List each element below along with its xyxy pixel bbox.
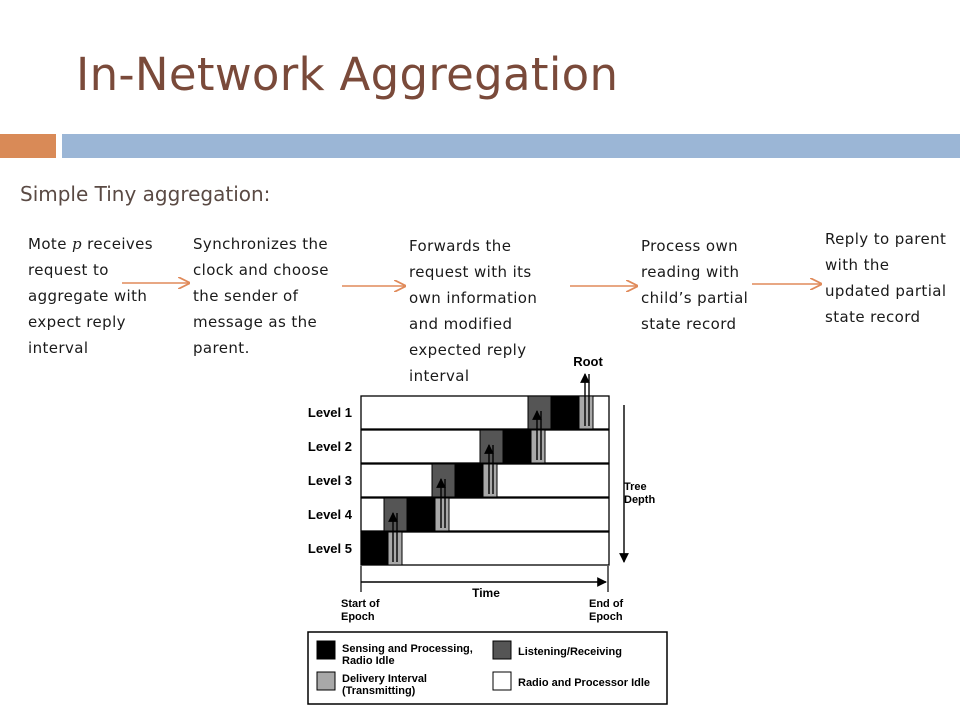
up-arrows	[388, 373, 590, 562]
level-4-listening-block	[383, 497, 408, 532]
level-1-delivery-block	[578, 395, 594, 430]
level-3-row	[360, 463, 610, 498]
step-2-text: Synchronizes the clock and choose the se…	[193, 235, 329, 357]
legend-swatch-delivery	[316, 671, 336, 691]
end-of-epoch-label: End of Epoch	[589, 598, 626, 623]
time-label: Time	[472, 586, 500, 600]
level-1-label: Level 1	[308, 405, 352, 420]
accent-bar-orange	[0, 134, 56, 158]
tree-depth-label: Tree Depth	[624, 481, 655, 506]
step-3-text: Forwards the request with its own inform…	[409, 237, 538, 385]
legend-label-sensing: Sensing and Processing, Radio Idle	[342, 643, 476, 667]
level-4-sensing-block	[407, 498, 435, 531]
legend-swatch-idle	[492, 671, 512, 691]
accent-bar-blue	[62, 134, 960, 158]
level-5-delivery-block	[387, 531, 403, 566]
step-4-text: Process own reading with child’s partial…	[641, 237, 749, 333]
level-5-sensing-block	[361, 532, 388, 565]
legend-label-idle: Radio and Processor Idle	[518, 677, 650, 689]
level-2-sensing-block	[503, 430, 531, 463]
slide-title: In-Network Aggregation	[76, 48, 619, 101]
slide-subtitle: Simple Tiny aggregation:	[20, 182, 271, 206]
start-of-epoch-label: Start of Epoch	[341, 598, 383, 623]
step-1-text: Mote p receives request to aggregate wit…	[28, 235, 154, 357]
level-5-label: Level 5	[308, 541, 352, 556]
root-label: Root	[573, 354, 603, 369]
level-3-sensing-block	[455, 464, 483, 497]
level-1-listening-block	[527, 395, 552, 430]
level-3-label: Level 3	[308, 473, 352, 488]
legend-label-listening: Listening/Receiving	[518, 646, 622, 658]
level-1-row	[360, 395, 610, 430]
level-2-label: Level 2	[308, 439, 352, 454]
step-5-text: Reply to parent with the updated partial…	[825, 230, 947, 326]
legend-label-delivery: Delivery Interval (Transmitting)	[342, 673, 430, 697]
level-4-row	[360, 497, 610, 532]
level-2-row	[360, 429, 610, 464]
level-5-row	[360, 531, 610, 566]
level-3-delivery-block	[482, 463, 498, 498]
level-3-listening-block	[431, 463, 456, 498]
level-2-listening-block	[479, 429, 504, 464]
legend: Sensing and Processing, Radio Idle Liste…	[307, 631, 668, 705]
level-2-delivery-block	[530, 429, 546, 464]
level-4-label: Level 4	[308, 507, 353, 522]
legend-swatch-sensing	[316, 640, 336, 660]
level-4-delivery-block	[434, 497, 450, 532]
level-1-sensing-block	[551, 396, 579, 429]
legend-swatch-listening	[492, 640, 512, 660]
